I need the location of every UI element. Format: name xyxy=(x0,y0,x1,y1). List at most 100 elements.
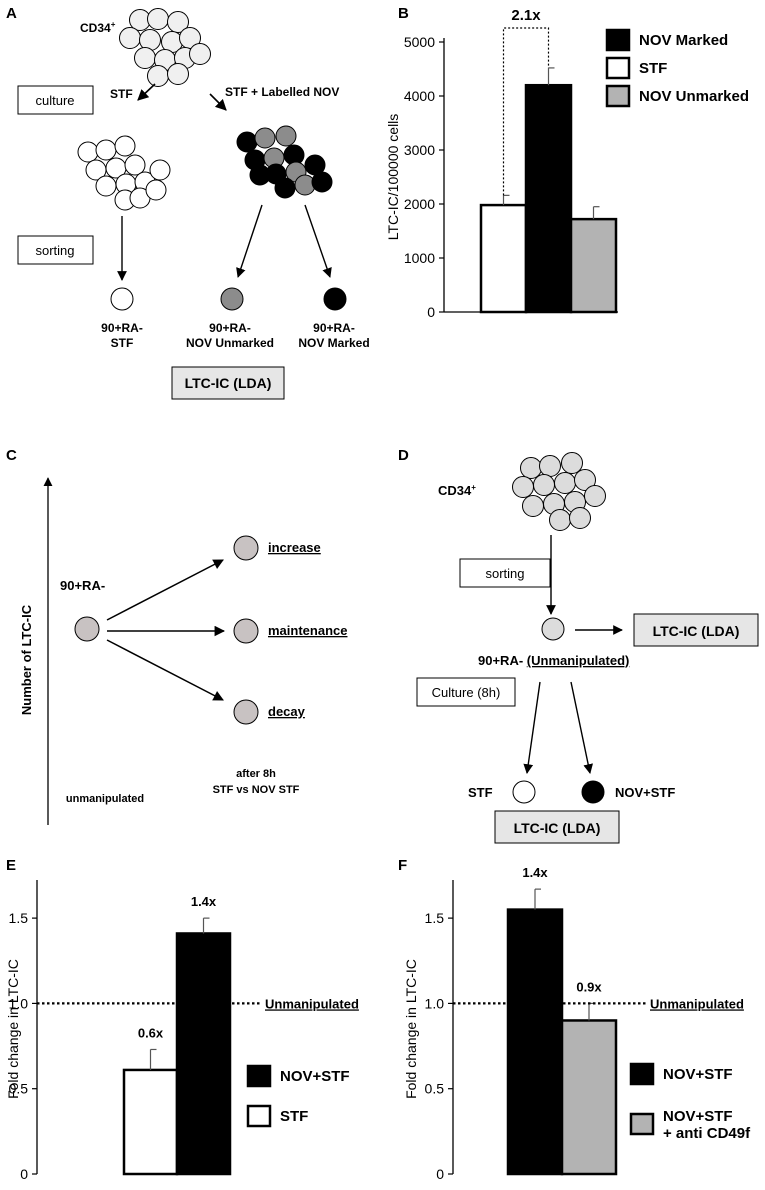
d-sorted-cell xyxy=(541,617,565,641)
cell xyxy=(254,127,276,149)
legend-swatch xyxy=(629,1112,655,1136)
legend-swatch xyxy=(629,1062,655,1086)
cell xyxy=(274,177,296,199)
cell xyxy=(189,43,211,65)
bar xyxy=(524,83,573,314)
cell xyxy=(124,154,146,176)
legend-label: NOV+STF xyxy=(663,1108,733,1125)
d-cell-label: 90+RA- (Unmanipulated) xyxy=(478,653,629,668)
c-start-cell xyxy=(74,616,100,642)
arrow-labelled-label: STF + Labelled NOV xyxy=(225,85,339,99)
reference-label: Unmanipulated xyxy=(650,996,744,1011)
cell xyxy=(311,171,333,193)
d-assay-top-box xyxy=(633,613,759,647)
arrow-to-stf xyxy=(137,83,156,101)
y-tick-label: 1.0 xyxy=(9,995,29,1011)
cell-nov-unmarked xyxy=(220,287,244,311)
cell xyxy=(512,476,534,498)
y-tick-label: 3000 xyxy=(404,142,435,158)
d-stf-label: STF xyxy=(468,785,493,800)
panel-a: A CD34+ culture STF STF + Labelled NOV s… xyxy=(6,5,370,400)
d-sorting-label: sorting xyxy=(485,566,524,581)
legend-label: NOV+STF xyxy=(280,1068,350,1085)
panel-d: D CD34+ sorting LTC-IC (LDA) 90+RA- (Unm… xyxy=(398,447,759,844)
legend-label: NOV Unmarked xyxy=(639,88,749,105)
cell xyxy=(533,474,555,496)
bar xyxy=(122,1068,179,1176)
arrow-sort-marked xyxy=(304,204,332,278)
c-cell-decay xyxy=(233,699,259,725)
panel-d-letter: D xyxy=(398,447,409,464)
labelled-cell-cluster xyxy=(236,125,333,199)
out-stf-line2: STF xyxy=(111,336,134,350)
cell xyxy=(574,469,596,491)
data-label: 0.9x xyxy=(576,979,602,994)
cell xyxy=(539,455,561,477)
c-unmanipulated: unmanipulated xyxy=(66,793,144,805)
cell xyxy=(522,495,544,517)
legend-swatch xyxy=(246,1104,272,1128)
out-unmarked-line1: 90+RA- xyxy=(209,321,251,335)
y-tick-label: 1.5 xyxy=(425,910,445,926)
d-assay-bottom-label: LTC-IC (LDA) xyxy=(514,820,601,836)
c-outcome-increase: increase xyxy=(268,540,321,555)
panel-c-letter: C xyxy=(6,447,17,464)
arrow-stf-label: STF xyxy=(110,87,133,101)
panel-a-letter: A xyxy=(6,5,17,22)
assay-box xyxy=(171,366,285,400)
c-outcome-maintenance: maintenance xyxy=(268,623,347,638)
panel-f-letter: F xyxy=(398,857,407,874)
bar xyxy=(479,203,528,314)
legend-swatch xyxy=(605,28,631,52)
y-tick-label: 0 xyxy=(436,1166,444,1182)
fold-bracket xyxy=(502,27,550,196)
cell xyxy=(569,507,591,529)
sorting-label: sorting xyxy=(35,243,74,258)
bar xyxy=(569,217,618,314)
legend-swatch xyxy=(605,56,631,80)
cell xyxy=(584,485,606,507)
arrow-to-labelled xyxy=(209,93,227,111)
cell xyxy=(249,164,271,186)
cell xyxy=(95,139,117,161)
y-tick-label: 1000 xyxy=(404,250,435,266)
out-stf-line1: 90+RA- xyxy=(101,321,143,335)
c-outcome-decay: decay xyxy=(268,704,306,719)
y-tick-label: 1.0 xyxy=(425,995,445,1011)
cd34-cell-cluster xyxy=(119,8,211,87)
legend-label: NOV+STF xyxy=(663,1066,733,1083)
reference-label: Unmanipulated xyxy=(265,996,359,1011)
cell xyxy=(114,135,136,157)
y-tick-label: 5000 xyxy=(404,34,435,50)
out-unmarked-line2: NOV Unmarked xyxy=(186,336,274,350)
cell xyxy=(275,125,297,147)
cell-stf xyxy=(110,287,134,311)
cell xyxy=(77,141,99,163)
cell xyxy=(549,509,571,531)
y-axis-label: Fold change in LTC-IC xyxy=(403,959,419,1099)
bar xyxy=(506,908,564,1176)
cd34-label: CD34+ xyxy=(80,20,116,35)
c-start-label: 90+RA- xyxy=(60,578,105,593)
legend-label: NOV Marked xyxy=(639,32,728,49)
cell xyxy=(236,131,258,153)
d-arrow-stf xyxy=(523,681,541,774)
panel-c: C Number of LTC-IC 90+RA- increase maint… xyxy=(6,447,347,825)
y-axis-label: LTC-IC/100000 cells xyxy=(385,114,401,241)
cell xyxy=(520,457,542,479)
culture-label: culture xyxy=(35,93,74,108)
arrow-sort-unmarked xyxy=(236,204,263,278)
cell xyxy=(147,8,169,30)
y-tick-label: 2000 xyxy=(404,196,435,212)
d-novstf-label: NOV+STF xyxy=(615,785,675,800)
y-tick-label: 0 xyxy=(427,304,435,320)
c-after: after 8h xyxy=(236,768,276,780)
cell xyxy=(167,63,189,85)
d-sorting-box xyxy=(459,558,551,588)
panel-e-letter: E xyxy=(6,857,16,874)
